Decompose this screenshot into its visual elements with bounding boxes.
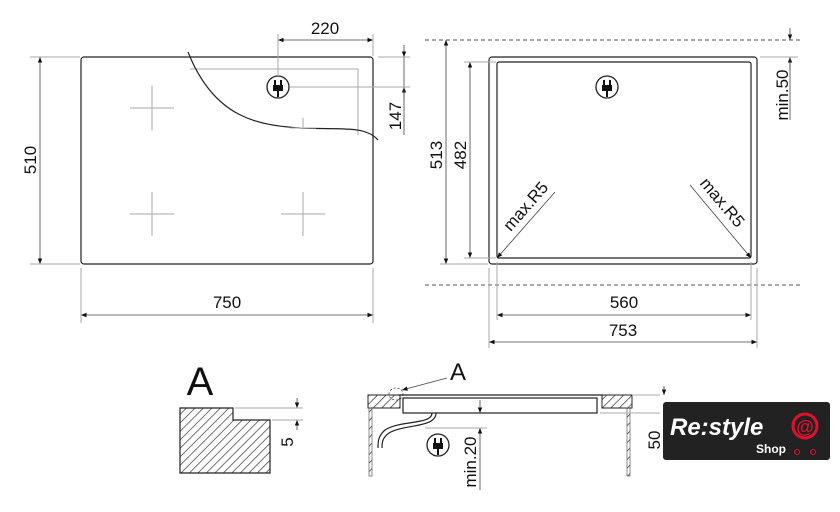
logo-sub: Shop: [756, 442, 786, 456]
cutout-inner: [496, 61, 752, 259]
depth-dimension: 50: [645, 431, 664, 450]
restyle-shop-logo: Re:style Shop @: [663, 402, 830, 460]
edge-profile: [179, 407, 271, 474]
outer-width-dimension: 753: [609, 321, 637, 340]
min-gap-dimension: min.50: [773, 69, 792, 120]
logo-brand: Re:style: [670, 414, 763, 441]
hob-top-view: 510 750 220 147: [21, 19, 410, 323]
width-dimension: 750: [213, 293, 241, 312]
svg-text:@: @: [796, 417, 814, 437]
inner-width-dimension: 560: [610, 293, 638, 312]
burner-marks: [130, 86, 325, 236]
hob-outline: [80, 56, 374, 265]
radius-right-label: max.R5: [696, 174, 748, 231]
plug-x-dimension: 220: [311, 19, 339, 38]
section-view: A min.20 50: [367, 359, 667, 490]
plug-icon: [266, 75, 290, 99]
plug-icon: [595, 75, 619, 99]
plug-y-dimension: 147: [386, 102, 405, 130]
min-clearance-dimension: min.20: [461, 436, 480, 487]
hob-body: [402, 397, 598, 414]
detail-label: A: [187, 360, 214, 404]
section-label: A: [450, 359, 466, 386]
cutout-outer: [488, 56, 758, 265]
detail-a: A 5: [179, 360, 303, 474]
plug-icon: [426, 433, 450, 457]
outer-height-dimension: 513: [427, 141, 446, 169]
inner-height-dimension: 482: [451, 141, 470, 169]
depth-dimension: 510: [21, 146, 40, 174]
radius-left-label: max.R5: [499, 178, 552, 235]
step-dimension: 5: [278, 437, 297, 446]
cutout-view: 513 482 min.50 max.R5 max.R5 560 753: [425, 28, 800, 348]
